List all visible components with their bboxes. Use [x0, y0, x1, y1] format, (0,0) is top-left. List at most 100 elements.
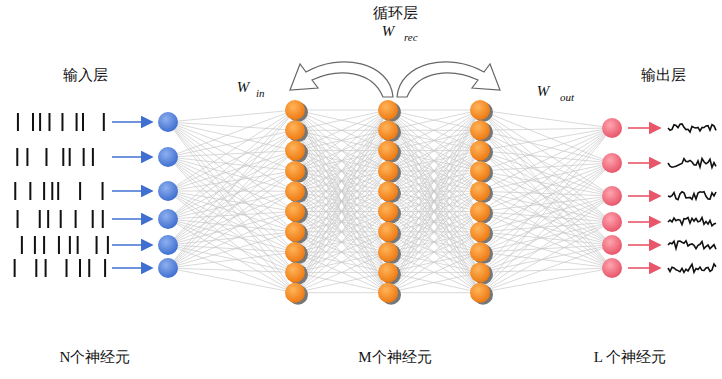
spike — [26, 148, 28, 166]
spike — [45, 259, 47, 277]
weight-symbol: W — [537, 84, 550, 99]
spike — [96, 236, 98, 254]
weight-line — [388, 110, 480, 252]
weight-line — [168, 191, 295, 293]
weight-line — [388, 171, 480, 293]
weight-line — [295, 110, 388, 232]
weight-lines — [168, 110, 612, 293]
weight-line — [168, 151, 295, 245]
weight-line — [168, 110, 295, 245]
weight-line — [388, 252, 480, 293]
weight-line — [295, 252, 388, 293]
weight-line — [388, 110, 480, 171]
recurrent-neuron — [285, 242, 305, 262]
weight-line — [295, 292, 388, 293]
weight-line — [480, 151, 612, 222]
neurons — [158, 100, 622, 305]
weight-line — [388, 151, 480, 293]
input-arrow — [112, 244, 152, 246]
weight-subscript: in — [256, 88, 265, 99]
weight-line — [480, 222, 612, 272]
weight-line — [168, 191, 295, 272]
recurrent-neuron — [378, 161, 398, 181]
weight-line — [388, 110, 480, 111]
recurrent-neuron — [285, 202, 305, 222]
weight-line — [168, 122, 295, 252]
recurrent-arrows — [290, 62, 500, 97]
output-signal — [668, 192, 716, 200]
weight-line — [388, 171, 480, 293]
weight-line — [388, 151, 480, 293]
recurrent-neuron — [285, 262, 305, 282]
weight-line — [168, 219, 295, 293]
output-arrow — [628, 127, 660, 129]
output-signals — [628, 124, 716, 273]
weight-line — [388, 110, 480, 293]
weight-line — [168, 191, 295, 252]
input-neuron — [158, 258, 178, 278]
output-neuron — [602, 118, 622, 138]
weight-line — [168, 130, 295, 219]
spike — [107, 236, 109, 254]
weight-line — [295, 272, 388, 292]
weight-line — [168, 191, 295, 232]
recurrent-neuron — [285, 222, 305, 242]
weight-line — [168, 171, 295, 268]
weight-line — [168, 157, 295, 171]
output-signal — [668, 159, 716, 168]
weight-line — [168, 191, 295, 192]
weight-line — [168, 212, 295, 269]
recurrent-neuron — [470, 141, 490, 161]
spike — [51, 182, 53, 200]
weight-line — [480, 196, 612, 293]
recurrent-neuron — [285, 181, 305, 201]
spike — [17, 113, 19, 131]
weight-line — [480, 110, 612, 163]
spike — [79, 182, 81, 200]
spike — [45, 148, 47, 166]
weight-line — [168, 157, 295, 252]
output-neuron — [602, 186, 622, 206]
recurrent-neuron — [378, 120, 398, 140]
weight-line — [295, 232, 388, 293]
output-signal — [668, 264, 716, 272]
recurrent-neuron — [285, 161, 305, 181]
spike — [47, 210, 49, 228]
weight-subscript: rec — [404, 32, 418, 43]
weight-line — [480, 191, 612, 196]
weight-line — [388, 232, 480, 293]
output-arrow — [628, 162, 660, 164]
weight-line — [480, 222, 612, 252]
recurrent-neuron — [470, 161, 490, 181]
weight-line — [480, 110, 612, 222]
output-signal — [668, 124, 716, 132]
weight-line — [295, 110, 388, 171]
recurrent-neuron — [470, 181, 490, 201]
spike — [102, 182, 104, 200]
weight-line — [388, 110, 480, 130]
recurrent-neuron — [470, 242, 490, 262]
weight-line — [480, 110, 612, 245]
spike — [29, 182, 31, 200]
weight-line — [295, 110, 388, 252]
input-arrow — [112, 267, 152, 269]
recurrent-neuron — [378, 283, 398, 303]
weight-line — [480, 128, 612, 232]
weight-line — [295, 110, 388, 171]
output-signal — [668, 241, 716, 249]
spike — [48, 113, 50, 131]
spike — [102, 210, 104, 228]
weight-line — [480, 222, 612, 293]
weight-line — [168, 110, 295, 122]
weight-line — [480, 163, 612, 272]
recurrent-neuron — [470, 262, 490, 282]
spike — [92, 210, 94, 228]
weight-line — [295, 171, 388, 293]
neuron-count: N个神经元 — [60, 350, 131, 365]
spike — [43, 182, 45, 200]
weight-line — [295, 232, 388, 293]
weight-line — [168, 245, 295, 252]
recurrent-neuron — [378, 202, 398, 222]
weight-line — [168, 171, 295, 219]
